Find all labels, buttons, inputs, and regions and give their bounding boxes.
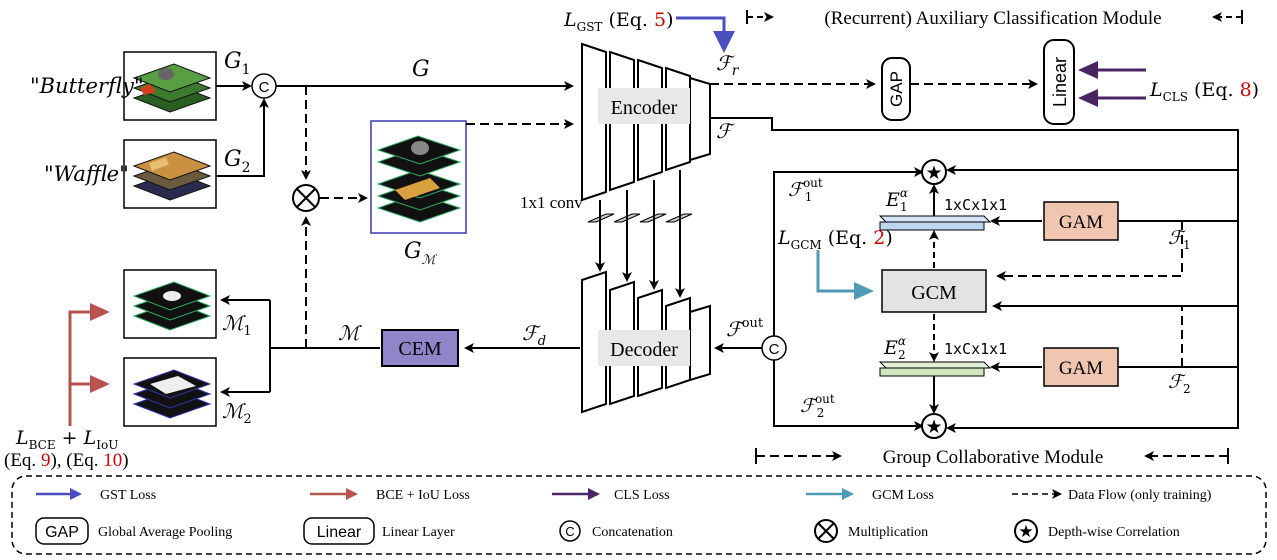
mask-output-2	[123, 357, 217, 427]
fr-symbol: ℱr	[716, 51, 740, 79]
legend-concat-text: Concatenation	[592, 525, 673, 540]
fout-symbol: ℱout	[726, 316, 764, 341]
fd-symbol: ℱd	[522, 321, 546, 349]
mask-output-1	[123, 269, 217, 339]
e1-vector	[878, 215, 992, 231]
g1-symbol: G1	[224, 49, 251, 78]
skip-connections	[595, 170, 685, 298]
legend-box	[11, 475, 1267, 555]
f-symbol: ℱ	[716, 119, 735, 143]
m1-symbol: ℳ1	[222, 311, 252, 339]
svg-text:C: C	[259, 79, 270, 96]
gcm-block: GCM	[881, 269, 987, 313]
legend-multiply-icon	[814, 519, 838, 543]
loss-eq-refs: (Eq. 9), (Eq. 10)	[4, 450, 129, 471]
bce-loss-arrows	[68, 303, 110, 426]
aux-module-title: (Recurrent) Auxiliary Classification Mod…	[824, 8, 1161, 29]
gam-block-1: GAM	[1043, 201, 1119, 241]
legend-gcm-text: GCM Loss	[872, 488, 934, 503]
g2-symbol: G2	[224, 147, 251, 176]
butterfly-image-stack	[123, 51, 217, 121]
concat-node-input: C	[251, 73, 277, 99]
butterfly-label: "Butterfly"	[30, 74, 144, 98]
lgst-label: LGST (Eq. 5)	[563, 9, 674, 34]
concat-node-decoder: C	[761, 335, 787, 361]
f2-symbol: ℱ2	[1168, 371, 1191, 396]
svg-text:GAP: GAP	[45, 524, 79, 541]
g-symbol: G	[412, 57, 430, 82]
e2-dims: 1xCx1x1	[944, 340, 1007, 358]
encoder-label: Encoder	[611, 97, 678, 119]
legend-multiply-text: Multiplication	[848, 525, 928, 540]
svg-text:Linear: Linear	[317, 524, 362, 541]
svg-text:GCM: GCM	[911, 282, 957, 304]
legend-flow-text: Data Flow (only training)	[1068, 488, 1212, 503]
svg-text:GAM: GAM	[1059, 358, 1103, 379]
multiply-node	[292, 184, 320, 212]
conv-layers	[587, 213, 693, 223]
e1-dims: 1xCx1x1	[944, 196, 1007, 214]
conv-label: 1x1 conv	[520, 193, 583, 212]
legend-concat-icon: C	[559, 520, 581, 542]
lgcm-label: LGCM (Eq. 2)	[777, 227, 893, 252]
waffle-label: "Waffle"	[44, 162, 129, 186]
aux-title-bracket	[746, 10, 1243, 24]
gap-block: GAP	[881, 57, 911, 121]
m-symbol: ℳ	[338, 321, 362, 345]
legend-gst-text: GST Loss	[100, 488, 156, 503]
svg-text:C: C	[769, 341, 780, 358]
svg-text:GAP: GAP	[887, 71, 906, 107]
encoder-block	[581, 42, 711, 202]
waffle-image-stack	[123, 139, 217, 209]
gm-symbol: Gℳ	[404, 239, 438, 268]
decoder-block	[581, 270, 711, 414]
decoder-label: Decoder	[610, 339, 678, 361]
gcm-title: Group Collaborative Module	[883, 447, 1104, 468]
legend-linear-text: Linear Layer	[382, 525, 455, 540]
svg-text:GAM: GAM	[1059, 212, 1103, 233]
correlation-node-1: ★	[921, 159, 947, 185]
legend-bce-text: BCE + IoU Loss	[376, 488, 470, 503]
linear-block: Linear	[1043, 39, 1075, 125]
legend-gap-text: Global Average Pooling	[98, 525, 232, 540]
gst-loss-arrow	[676, 16, 735, 53]
correlation-node-2: ★	[921, 413, 947, 439]
svg-text:★: ★	[925, 163, 942, 184]
gcm-loss-arrow	[816, 250, 874, 300]
svg-text:CEM: CEM	[398, 338, 442, 360]
m2-symbol: ℳ2	[222, 399, 252, 427]
masked-group-image	[370, 120, 467, 234]
legend-correlation-icon: ★	[1014, 519, 1038, 543]
gcm-title-bracket	[755, 448, 1229, 464]
lbce-liou-label: LBCE + LIoU	[15, 427, 118, 452]
svg-text:C: C	[565, 524, 574, 539]
legend-linear-box: Linear	[303, 517, 375, 545]
e2-vector	[878, 361, 992, 377]
gam-block-2: GAM	[1043, 347, 1119, 387]
svg-text:★: ★	[925, 417, 942, 438]
lcls-label: LCLS (Eq. 8)	[1149, 79, 1259, 104]
cem-block: CEM	[381, 329, 459, 367]
svg-text:★: ★	[1018, 522, 1033, 541]
legend-gap-box: GAP	[35, 517, 89, 545]
svg-text:Linear: Linear	[1050, 57, 1070, 107]
legend-cls-text: CLS Loss	[614, 488, 670, 503]
f1-symbol: ℱ1	[1168, 227, 1191, 252]
legend-correlation-text: Depth-wise Correlation	[1048, 525, 1180, 540]
